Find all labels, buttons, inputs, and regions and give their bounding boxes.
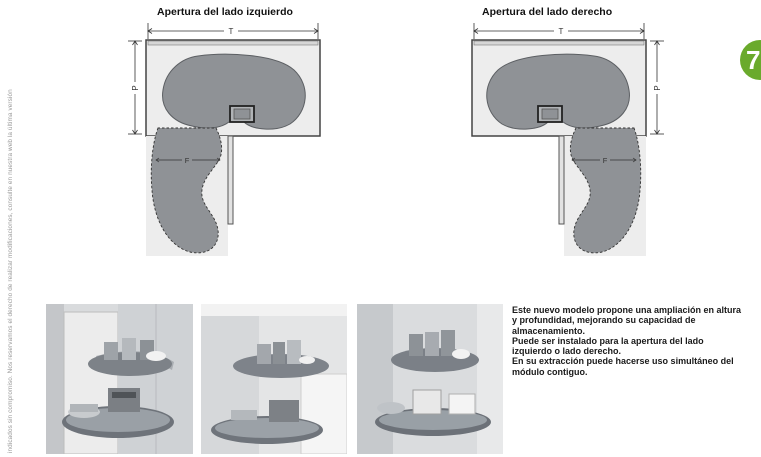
product-photo-3 xyxy=(357,304,503,454)
dimension-width xyxy=(147,23,319,39)
adjacent-cabinet-side xyxy=(558,135,565,225)
dimension-width-label: T xyxy=(229,27,234,36)
tray-kidney xyxy=(162,53,306,130)
dimension-width-label: T xyxy=(559,27,564,36)
left-opening-title: Apertura del lado izquierdo xyxy=(157,6,293,18)
cabinet-top-panel xyxy=(147,40,319,46)
description-paragraph: Este nuevo modelo propone una ampliación… xyxy=(512,305,742,336)
product-description: Este nuevo modelo propone una ampliación… xyxy=(512,305,744,377)
adjacent-cabinet-side xyxy=(227,135,234,225)
dimension-front-label: F xyxy=(185,156,190,165)
side-disclaimer: indicados sin compromiso. Nos reservamos… xyxy=(0,0,14,457)
chapter-tab-number: 7 xyxy=(746,45,761,75)
dimension-depth-label: P xyxy=(653,85,662,90)
tray-pivot-core xyxy=(541,108,559,120)
tray-pivot-core xyxy=(233,108,251,120)
description-paragraph: Puede ser instalado para la apertura del… xyxy=(512,335,704,357)
left-opening-diagram: T P F xyxy=(128,23,321,256)
description-paragraph: En su extracción puede hacerse uso simul… xyxy=(512,356,734,377)
product-photo-1 xyxy=(46,304,193,454)
chapter-tab: 7 xyxy=(740,40,761,80)
side-disclaimer-text: indicados sin compromiso. Nos reservamos… xyxy=(7,89,14,453)
dimension-depth xyxy=(128,40,142,135)
dimension-depth-label: P xyxy=(131,85,140,90)
dimension-depth xyxy=(650,40,664,135)
cabinet-top-panel xyxy=(473,40,645,46)
dimension-front xyxy=(571,157,637,163)
tray-extracted-ghost xyxy=(569,127,642,254)
dimension-front xyxy=(155,157,221,163)
product-photo-2 xyxy=(201,304,347,454)
dimension-width xyxy=(473,23,645,39)
tray-extracted-ghost xyxy=(150,127,223,254)
dimension-front-label: F xyxy=(603,156,608,165)
tray-kidney xyxy=(486,53,630,130)
right-opening-title: Apertura del lado derecho xyxy=(482,6,613,18)
right-opening-diagram: T P F xyxy=(471,23,664,256)
